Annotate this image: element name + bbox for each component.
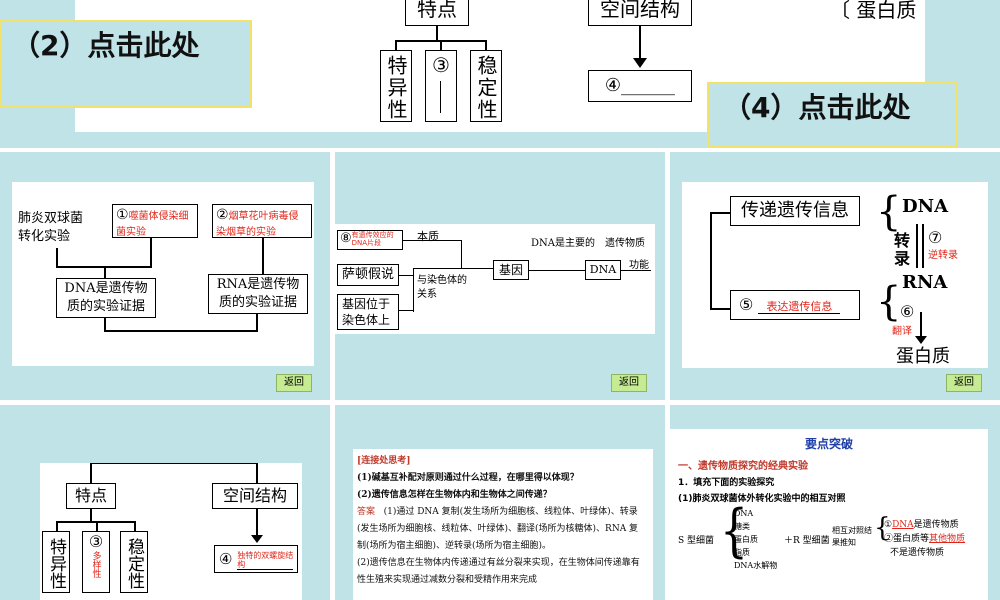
slide-content — [670, 429, 988, 600]
section-title: 要点突破 — [804, 437, 853, 451]
circle3-box: ③ — [425, 50, 457, 122]
substance-list: DNA 糖类 蛋白质 脂质 DNA水解物 — [734, 509, 778, 570]
tedian-box: 特点 — [405, 0, 469, 26]
dna-proof-box: DNA是遗传物质的实验证据 — [56, 278, 156, 318]
result-2: ②蛋白质等其他物质 — [884, 534, 966, 544]
c6-label: ⑥ — [900, 302, 915, 321]
section-heading: [连接处思考] — [357, 456, 411, 466]
yichuan-label: 遗传物质 — [605, 238, 645, 249]
duizhao-label: 相互对照结果推知 — [832, 526, 872, 547]
kongjian-box: 空间结构 — [212, 483, 298, 509]
rna-label: RNA — [902, 272, 948, 293]
c2-box: ②烟草花叶病毒侵染烟草的实验 — [212, 204, 312, 238]
zhuanlu-label: 转录 — [894, 231, 911, 268]
chuandi-box: 传递遗传信息 — [730, 196, 860, 226]
result-1: ①DNA是遗传物质 — [884, 520, 959, 530]
c5-box: ⑤ 表达遗传信息 — [730, 290, 860, 320]
dna-box: DNA — [585, 260, 621, 280]
yuranseti-label: 与染色体的关系 — [417, 275, 467, 300]
plus-r-label: ＋R 型细菌 — [784, 536, 830, 546]
jiyinweiyu-box: 基因位于染色体上 — [337, 294, 399, 330]
slide-top: 特点 特异性 ③ 稳定性 空间结构 ④______ 〔 蛋白质 （2）点击此处 … — [0, 0, 1000, 148]
c6-red: 翻译 — [892, 326, 912, 337]
c3-box: ③ 多样性 — [82, 531, 110, 593]
teyixing-box: 特异性 — [380, 50, 412, 122]
c7-red: 逆转录 — [928, 250, 958, 261]
slide-row3-col3: 要点突破 一、遗传物质探究的经典实验 1．填充下面的实验探究 (1)肺炎双球菌体… — [670, 405, 1000, 600]
danbaizhi-label: 〔 蛋白质 — [830, 0, 917, 22]
feiyan-box: 肺炎双球菌转化实验 — [14, 208, 96, 248]
sub-heading-1: 一、遗传物质探究的经典实验 — [678, 461, 808, 472]
click-here-2[interactable]: （2）点击此处 — [0, 20, 252, 108]
sadun-box: 萨顿假说 — [337, 264, 399, 286]
item-1: 1．填充下面的实验探究 — [678, 478, 775, 488]
back-button[interactable]: 返回 — [946, 374, 982, 392]
slide-row2-col1: 肺炎双球菌转化实验 ①噬菌体侵染细菌实验 ②烟草花叶病毒侵染烟草的实验 DNA是… — [0, 152, 330, 400]
s-type-label: S 型细菌 — [678, 536, 715, 546]
teyixing-box: 特异性 — [42, 531, 70, 593]
slide-row2-col3: 传递遗传信息 ⑤ 表达遗传信息 { { DNA 转录 ⑦ 逆转录 RNA ⑥ 翻… — [670, 152, 1000, 400]
slide-content — [353, 449, 653, 600]
item-1a: (1)肺炎双球菌体外转化实验中的相互对照 — [678, 494, 846, 504]
question-2: (2)遗传信息怎样在生物体内和生物体之间传递？ — [357, 490, 552, 500]
dna-label: DNA — [902, 196, 949, 217]
danbaizhi-label: 蛋白质 — [896, 346, 950, 367]
rna-proof-box: RNA是遗传物质的实验证据 — [208, 274, 308, 314]
wendingxing-box: 稳定性 — [120, 531, 148, 593]
gongneng-label: 功能 — [629, 260, 649, 271]
result-3: 不是遗传物质 — [890, 548, 945, 558]
kongjian-box: 空间结构 — [588, 0, 692, 26]
c4-box: ④ 独特的双螺旋结构 — [214, 545, 298, 573]
question-1: (1)碱基互补配对原则通过什么过程，在哪里得以体现？ — [357, 473, 579, 483]
wendingxing-box: 稳定性 — [470, 50, 502, 122]
c7-label: ⑦ — [928, 228, 943, 247]
slide-row3-col2: [连接处思考] (1)碱基互补配对原则通过什么过程，在哪里得以体现？ (2)遗传… — [335, 405, 665, 600]
jiyin-box: 基因 — [493, 260, 529, 280]
tedian-box: 特点 — [66, 483, 116, 509]
slide-row2-col2: ⑧有遗传效应的DNA片段 本质 萨顿假说 基因位于染色体上 与染色体的关系 基因… — [335, 152, 665, 400]
dna-main-label: DNA是主要的 — [531, 238, 595, 249]
answer-1: 答案 (1)通过 DNA 复制(发生场所为细胞核、线粒体、叶绿体)、转录(发生场… — [357, 507, 639, 551]
c1-box: ①噬菌体侵染细菌实验 — [112, 204, 198, 238]
back-button[interactable]: 返回 — [276, 374, 312, 392]
c8-box: ⑧有遗传效应的DNA片段 — [337, 230, 403, 250]
slide-row3-col1: 特点 空间结构 特异性 ③ 多样性 稳定性 ④ 独特的双螺旋结构 — [0, 405, 330, 600]
back-button[interactable]: 返回 — [611, 374, 647, 392]
benzhi-label: 本质 — [417, 230, 439, 243]
circle4-box: ④______ — [588, 70, 692, 102]
answer-2: (2)遗传信息在生物体内传递通过有丝分裂来实现，在生物体间传递靠有性生殖来实现通… — [357, 558, 640, 585]
click-here-4[interactable]: （4）点击此处 — [707, 82, 957, 148]
